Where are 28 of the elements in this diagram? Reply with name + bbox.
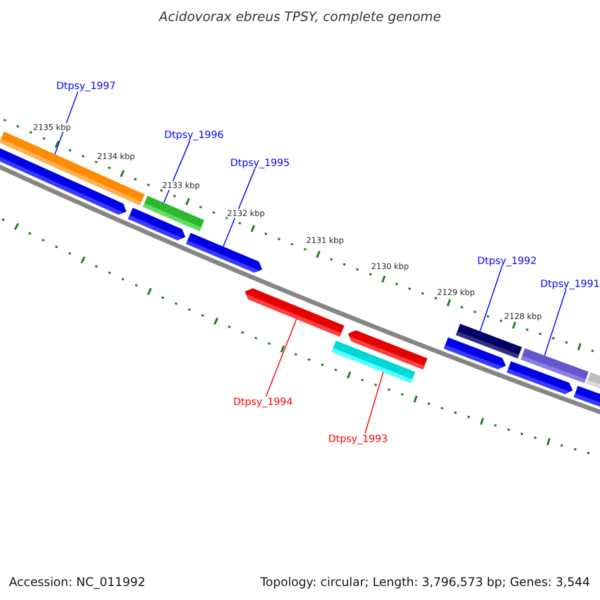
gene-label: Dtpsy_1992 <box>477 256 537 266</box>
scale-label: 2134 kbp <box>97 152 135 160</box>
scale-label: 2133 kbp <box>162 180 200 190</box>
leader-line <box>266 318 297 397</box>
gene-label: Dtpsy_1993 <box>328 434 388 444</box>
scale-label: 2130 kbp <box>371 262 409 270</box>
scale-label: 2131 kbp <box>306 236 344 244</box>
gene-bar <box>186 232 262 273</box>
scale-label: 2135 kbp <box>33 122 71 132</box>
leader-line <box>364 372 384 434</box>
gene-label: Dtpsy_1996 <box>164 130 224 140</box>
scale-label: 2129 kbp <box>437 288 475 296</box>
leader-line <box>544 289 566 356</box>
footer-text: Accession: NC_011992 <box>9 575 146 589</box>
scale-label: 2128 kbp <box>504 312 542 320</box>
leader-line <box>163 140 190 204</box>
title: Acidovorax ebreus TPSY, complete genome <box>158 10 442 25</box>
gene-label: Dtpsy_1994 <box>233 396 293 408</box>
scale-label: 2132 kbp <box>227 208 265 218</box>
gene-label: Dtpsy_1997 <box>56 80 116 92</box>
leader-line <box>480 266 502 332</box>
gene-bar <box>332 340 416 384</box>
gene-label: Dtpsy_1991 <box>540 278 600 290</box>
footer-text: Topology: circular; Length: 3,796,573 bp; Genes: 3,544 <box>260 575 590 589</box>
gene-label: Dtpsy_1995 <box>230 158 290 168</box>
leader-line <box>222 168 256 248</box>
gene-bar <box>244 288 344 337</box>
leader-line <box>54 91 78 155</box>
